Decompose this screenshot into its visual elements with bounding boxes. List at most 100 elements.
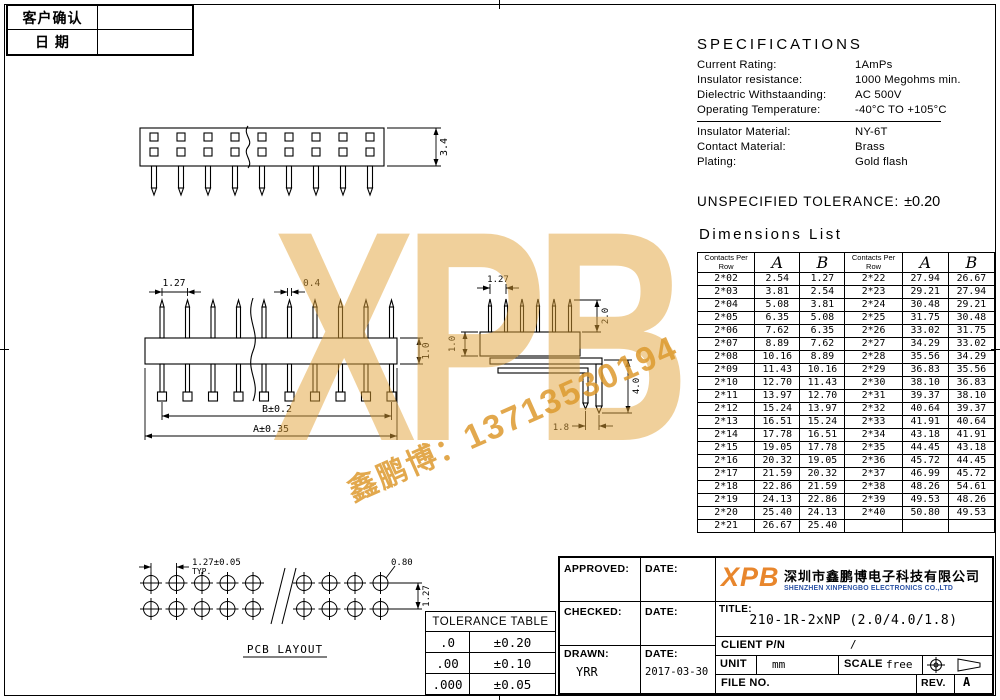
unspecified-tolerance-note: UNSPECIFIED TOLERANCE: ±0.20 bbox=[697, 194, 940, 210]
spec-row: Insulator resistance: 1000 Megohms min. bbox=[697, 73, 995, 88]
title-label: TITLE: bbox=[719, 604, 752, 615]
dimension-label-pin-width: 0.4 bbox=[303, 278, 320, 289]
dim-offset bbox=[572, 411, 613, 430]
side-view-drawing: 1.27 0.4 1.0 B±0.2 A±0.35 bbox=[144, 278, 432, 440]
part-number: 210-1R-2xNP (2.0/4.0/1.8) bbox=[749, 613, 958, 628]
spec-separator bbox=[697, 121, 941, 122]
spec-row: Operating Temperature: -40°C TO +105°C bbox=[697, 103, 995, 118]
spec-label: Contact Material: bbox=[697, 141, 786, 153]
spec-value: AC 500V bbox=[855, 89, 902, 101]
customer-confirm-signature-cell bbox=[98, 6, 192, 29]
spec-value: -40°C TO +105°C bbox=[855, 104, 947, 116]
rev-label: REV. bbox=[921, 677, 946, 689]
right-angle-view-drawing: 1.27 1.0 2.0 4.0 1.8 bbox=[448, 275, 642, 433]
dim-top-length bbox=[574, 299, 601, 333]
dim-hole-dia-leader bbox=[385, 565, 396, 579]
spec-value: Gold flash bbox=[855, 156, 908, 168]
bottom-pins bbox=[156, 363, 397, 402]
front-view-drawing: 3.4 bbox=[139, 125, 450, 196]
col-header-a: A bbox=[754, 252, 801, 273]
spec-label: Operating Temperature: bbox=[697, 104, 821, 116]
dimension-label-thickness: 1.0 bbox=[421, 342, 432, 359]
dimension-label-pitch: 1.27 bbox=[487, 275, 509, 285]
tolerance-table-header: TOLERANCE TABLE bbox=[425, 611, 556, 632]
col-header-b: B bbox=[799, 252, 846, 273]
date-row: 日 期 bbox=[8, 30, 192, 54]
scale-label: SCALE bbox=[844, 658, 883, 670]
dimension-label-offset: 1.8 bbox=[553, 423, 569, 433]
drawn-label: DRAWN: bbox=[564, 648, 609, 660]
drawn-value: YRR bbox=[576, 665, 598, 679]
dim-a bbox=[144, 368, 398, 440]
pcb-holes-row-2 bbox=[139, 597, 392, 621]
pcb-holes-row-1 bbox=[139, 571, 392, 595]
specifications-panel: SPECIFICATIONS Current Rating: 1AmPs Ins… bbox=[697, 36, 995, 170]
tolerance-table-body: .0±0.20.00±0.10.000±0.05 bbox=[425, 631, 556, 695]
col-header-contacts: Contacts Per Row bbox=[844, 252, 903, 273]
date-cell bbox=[98, 30, 192, 54]
register-tick-right bbox=[991, 349, 1000, 350]
customer-confirm-row: 客户确认 bbox=[8, 6, 192, 30]
rev-value: A bbox=[963, 675, 971, 689]
bent-pins bbox=[489, 357, 603, 415]
pcb-layout-label: PCB LAYOUT bbox=[247, 643, 323, 656]
dim-pin-width bbox=[274, 288, 305, 296]
client-pn-label: CLIENT P/N bbox=[721, 639, 786, 651]
dim-housing-thickness bbox=[461, 331, 478, 357]
spec-value: Brass bbox=[855, 141, 885, 153]
dimension-label-top-length: 2.0 bbox=[601, 308, 611, 324]
drawn-date: 2017-03-30 bbox=[645, 666, 709, 678]
company-name-en: SHENZHEN XINPENGBO ELECTRONICS CO.,LTD bbox=[784, 585, 954, 592]
customer-confirm-table: 客户确认 日 期 bbox=[6, 4, 194, 56]
dimension-label-hole-dia: 0.80 bbox=[391, 558, 413, 568]
dimension-label-tail-length: 4.0 bbox=[632, 378, 642, 394]
dimension-label-height: 3.4 bbox=[439, 138, 450, 156]
file-no-label: FILE NO. bbox=[721, 677, 770, 689]
date-label: DATE: bbox=[645, 606, 678, 618]
dimension-label-typ: TYP. bbox=[192, 567, 211, 576]
table-row: .000±0.05 bbox=[425, 673, 556, 695]
spec-row: Current Rating: 1AmPs bbox=[697, 58, 995, 73]
dimension-label-thickness: 1.0 bbox=[448, 336, 458, 352]
title-block: APPROVED: DATE: CHECKED: DATE: DRAWN: YR… bbox=[558, 556, 994, 695]
col-header-a: A bbox=[901, 252, 949, 273]
break-line bbox=[270, 567, 297, 625]
register-tick-bottom bbox=[499, 691, 500, 700]
scale-value: free bbox=[886, 658, 913, 671]
dim-pitch bbox=[149, 288, 201, 296]
client-pn-value: / bbox=[850, 638, 857, 651]
projection-symbol bbox=[927, 657, 981, 673]
spec-row: Contact Material: Brass bbox=[697, 140, 995, 155]
checked-label: CHECKED: bbox=[564, 606, 622, 618]
table-row: .00±0.10 bbox=[425, 652, 556, 674]
specifications-title: SPECIFICATIONS bbox=[697, 36, 863, 53]
customer-confirm-label: 客户确认 bbox=[8, 6, 98, 29]
dim-3-4 bbox=[387, 127, 441, 167]
register-tick-top bbox=[499, 0, 500, 9]
spec-label: Dielectric Withstaanding: bbox=[697, 89, 827, 101]
dimensions-list-title: Dimensions List bbox=[699, 226, 843, 243]
spec-value: NY-6T bbox=[855, 126, 888, 138]
pin-columns-front bbox=[149, 132, 375, 196]
unit-value: mm bbox=[772, 658, 786, 671]
company-logo: XPB bbox=[721, 562, 780, 592]
dimension-label-hole-pitch: 1.27±0.05 bbox=[192, 558, 241, 568]
unspecified-tolerance-label: UNSPECIFIED TOLERANCE: bbox=[697, 194, 900, 209]
header-housing-side bbox=[144, 337, 398, 365]
col-header-contacts: Contacts Per Row bbox=[696, 252, 756, 273]
unspecified-tolerance-value: ±0.20 bbox=[904, 194, 941, 210]
